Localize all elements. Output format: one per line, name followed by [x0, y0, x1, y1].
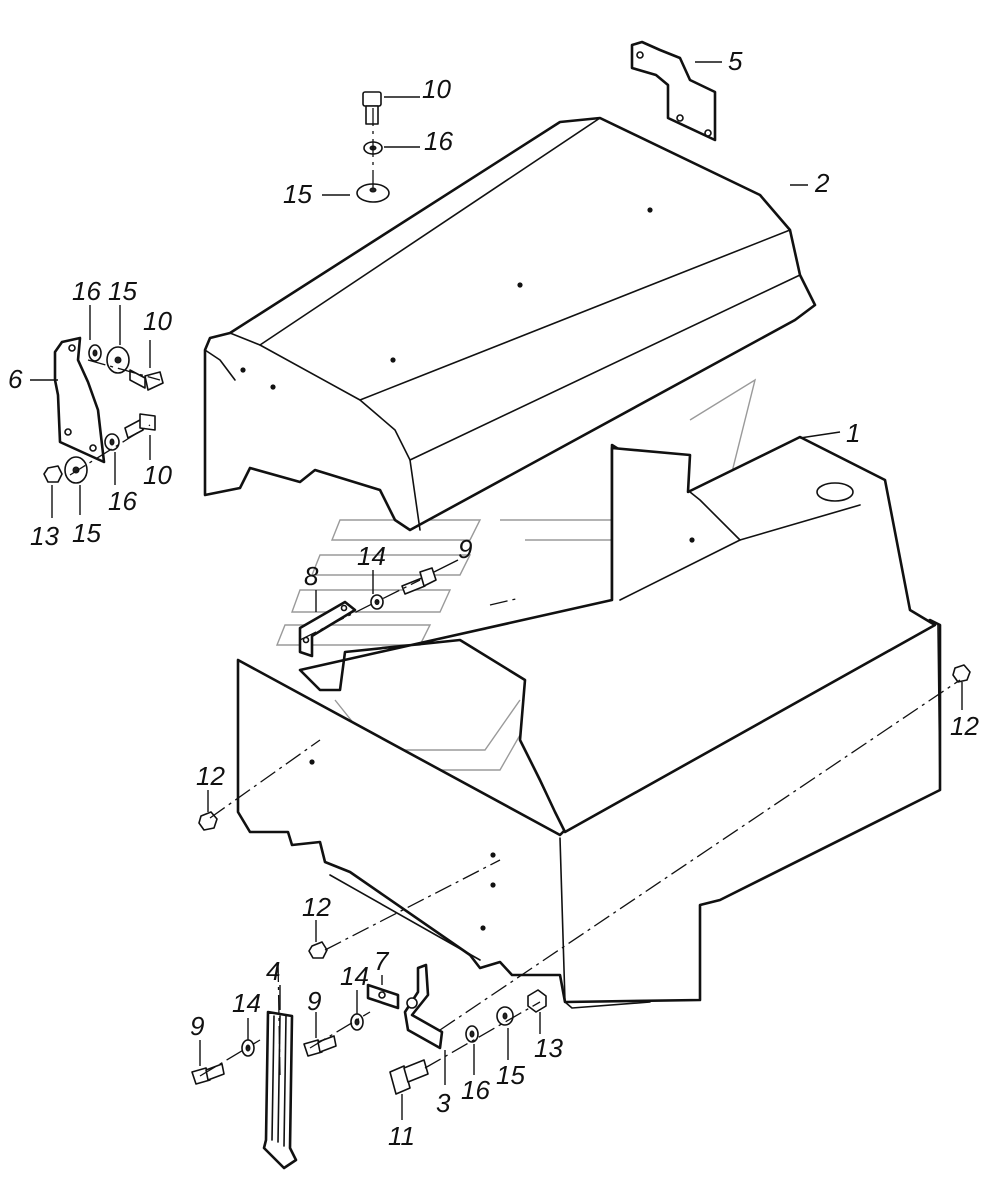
nut-13-left [43, 465, 63, 518]
callout-13-bottom: 13 [534, 1033, 563, 1063]
callout-9-bottom-b: 9 [307, 986, 321, 1016]
callout-4: 4 [266, 956, 280, 986]
nut-12-left [198, 790, 218, 831]
part-5-bracket [630, 40, 722, 142]
callout-3: 3 [436, 1088, 451, 1118]
callout-12-left: 12 [196, 761, 225, 791]
part-8-bracket [298, 590, 357, 658]
bolt-10-left-a [129, 340, 164, 391]
callout-labels: 10 16 15 5 2 16 15 10 6 10 16 13 15 1 14… [8, 46, 979, 1151]
washer-16-left-a [88, 305, 102, 362]
nut-13-bottom [527, 989, 547, 1034]
callout-1: 1 [846, 418, 860, 448]
callout-15-top: 15 [283, 179, 312, 209]
callout-15-bottom: 15 [496, 1060, 525, 1090]
callout-14-mid: 14 [357, 541, 386, 571]
callout-9-bottom-a: 9 [190, 1011, 204, 1041]
bolt-9-mid [401, 559, 459, 595]
part-1-lower-housing [236, 435, 942, 1009]
callout-15-left-a: 15 [108, 276, 137, 306]
part-3-clamp-bracket [403, 963, 446, 1085]
callout-10-left-b: 10 [143, 460, 172, 490]
bolt-10-top [362, 91, 420, 125]
bolt-10-left-b [124, 413, 156, 460]
washer-15-left-b [64, 456, 88, 515]
callout-9-mid: 9 [458, 534, 472, 564]
washer-14-bottom-a [241, 1018, 255, 1057]
assembly-center-lines [69, 108, 961, 1077]
callout-11: 11 [388, 1121, 415, 1151]
washer-14-mid [370, 570, 384, 610]
nut-12-right [952, 664, 971, 710]
callout-7: 7 [374, 946, 390, 976]
washer-15-bottom [496, 1006, 514, 1060]
callout-14-bottom-b: 14 [340, 961, 369, 991]
part-6-bracket [30, 336, 106, 464]
callout-leaders [790, 184, 841, 439]
callout-2: 2 [814, 168, 830, 198]
nut-12-bottom [308, 920, 328, 959]
callout-10-left-a: 10 [143, 306, 172, 336]
part-4-strap [262, 985, 298, 1170]
callout-5: 5 [728, 46, 743, 76]
callout-6: 6 [8, 364, 23, 394]
callout-16-left-b: 16 [108, 486, 137, 516]
part-2-upper-cover [203, 116, 817, 532]
bolt-9-bottom-b [303, 1012, 337, 1057]
washer-14-bottom-b [350, 990, 364, 1031]
callout-16-bottom: 16 [461, 1075, 490, 1105]
callout-12-right: 12 [950, 711, 979, 741]
bolt-11 [389, 1059, 429, 1120]
callout-8: 8 [304, 561, 319, 591]
washer-16-left-b [104, 433, 120, 485]
bolt-9-bottom-a [191, 1040, 225, 1085]
callout-15-left-b: 15 [72, 518, 101, 548]
callout-16-top: 16 [424, 126, 453, 156]
callout-13-left: 13 [30, 521, 59, 551]
callout-10-top: 10 [422, 74, 451, 104]
washer-15-top [322, 183, 390, 203]
part-7-bracket [366, 975, 400, 1010]
callout-14-bottom-a: 14 [232, 988, 261, 1018]
callout-16-left-a: 16 [72, 276, 101, 306]
washer-16-bottom [465, 1025, 479, 1075]
washer-15-left-a [106, 305, 130, 374]
callout-12-bottom: 12 [302, 892, 331, 922]
